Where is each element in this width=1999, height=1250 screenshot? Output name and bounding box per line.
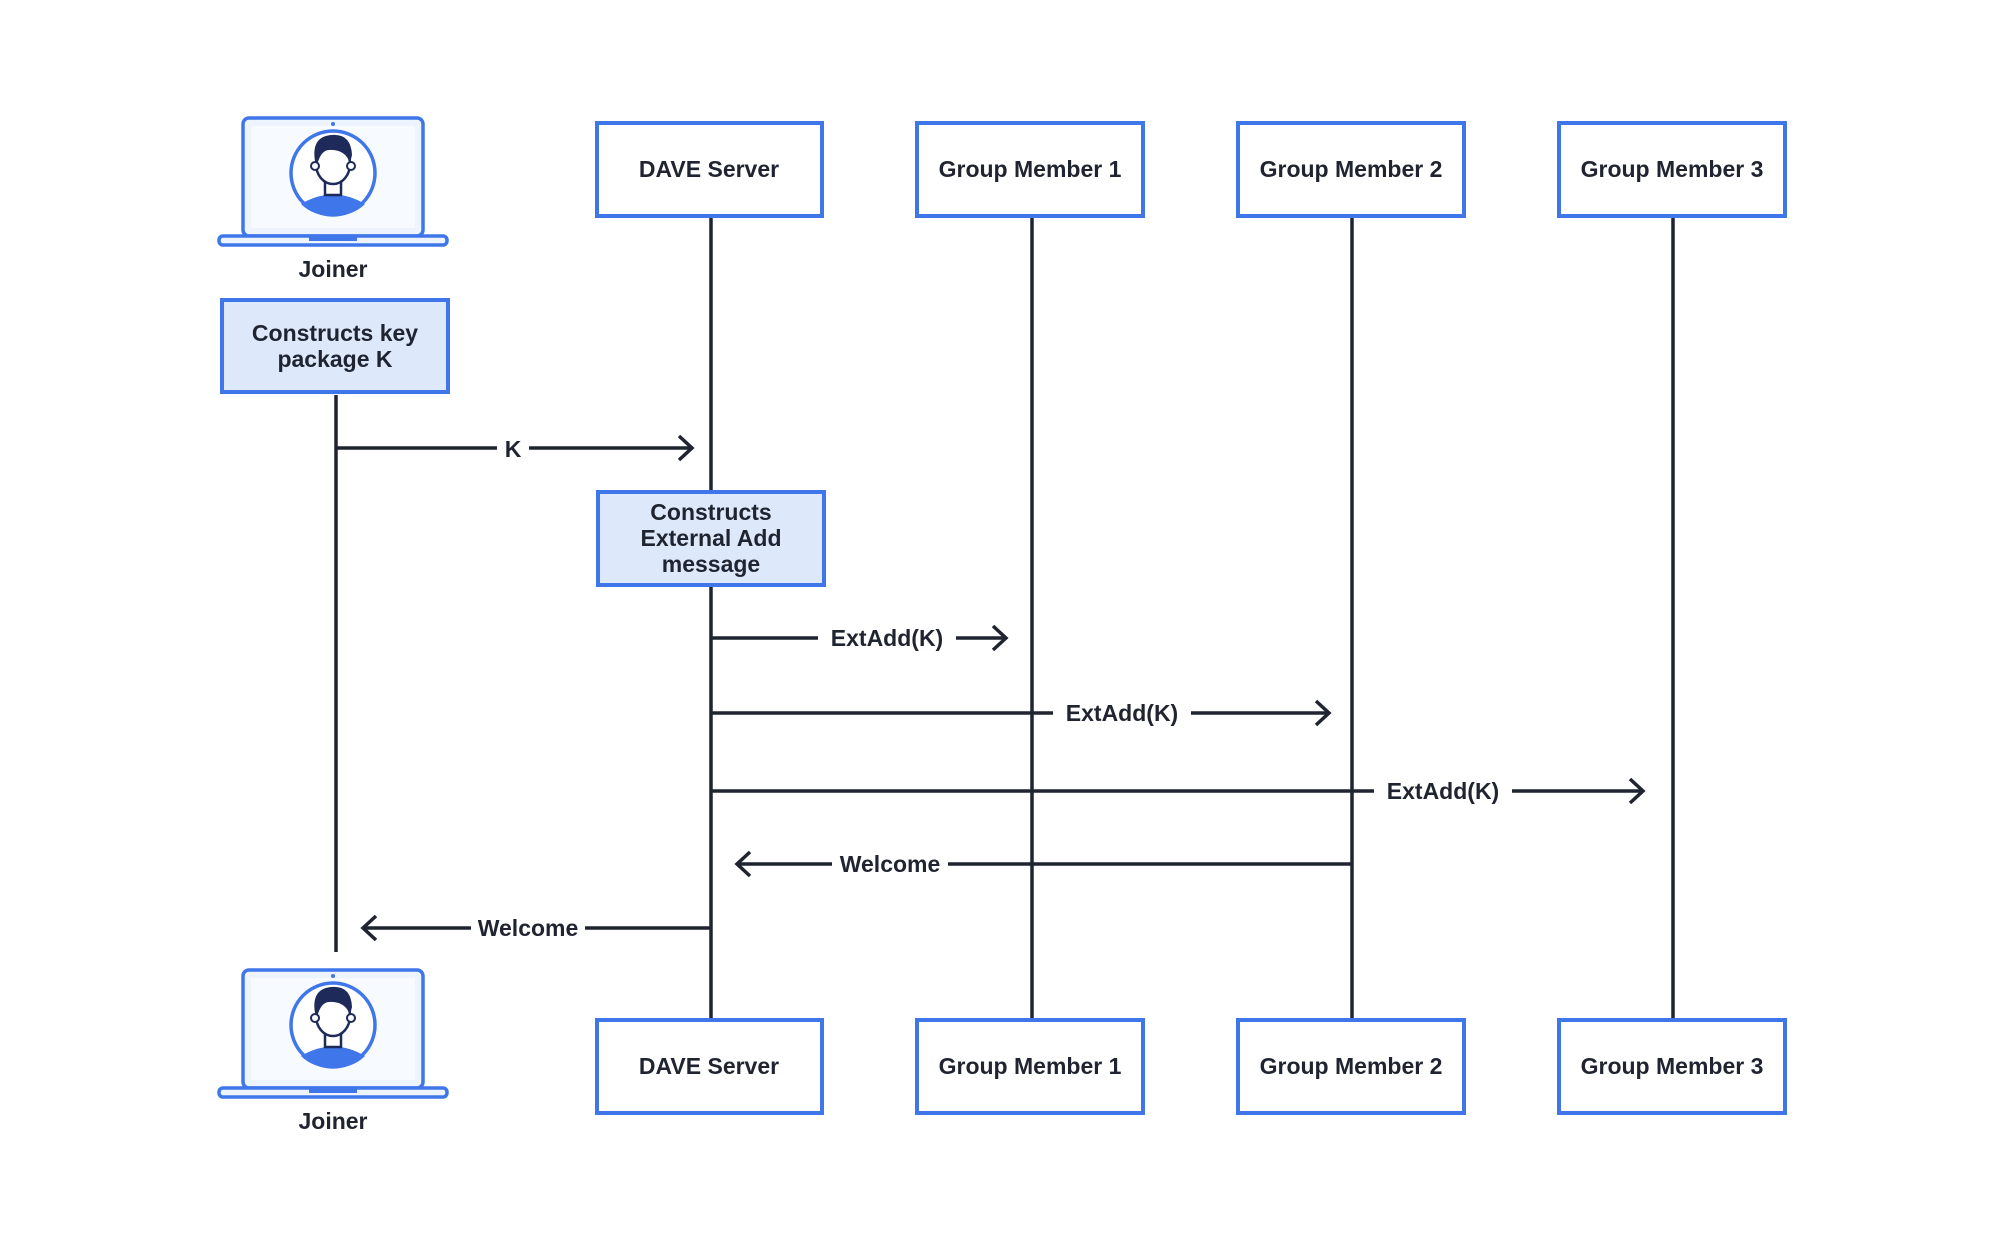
joiner-laptop-icon (217, 116, 449, 247)
joiner-label-bottom: Joiner (298, 1108, 367, 1134)
message-extadd-member-1: ExtAdd(K) (711, 624, 1009, 652)
participant-group-member-1-top: Group Member 1 (915, 121, 1145, 218)
svg-text:DAVE Server: DAVE Server (639, 156, 779, 182)
message-welcome-to-joiner-label: Welcome (478, 915, 579, 941)
svg-text:Group Member 3: Group Member 3 (1581, 1053, 1764, 1079)
message-welcome-to-joiner: Welcome (360, 914, 711, 942)
message-extadd-member-3-label: ExtAdd(K) (1387, 778, 1499, 804)
svg-text:package K: package K (277, 346, 392, 372)
joiner-label-top: Joiner (298, 256, 367, 282)
svg-text:Group Member 1: Group Member 1 (939, 1053, 1122, 1079)
message-welcome-to-server-label: Welcome (840, 851, 941, 877)
participant-group-member-3-bottom: Group Member 3 (1557, 1018, 1787, 1115)
message-extadd-member-2-label: ExtAdd(K) (1066, 700, 1178, 726)
participant-dave-server-bottom: DAVE Server (595, 1018, 824, 1115)
svg-text:Group Member 1: Group Member 1 (939, 156, 1122, 182)
joiner-laptop-icon-bottom (217, 968, 449, 1099)
svg-text:Constructs key: Constructs key (252, 320, 418, 346)
svg-text:Constructs: Constructs (650, 499, 771, 525)
message-k-label: K (505, 436, 522, 462)
message-welcome-to-server: Welcome (734, 850, 1352, 878)
svg-text:Group Member 3: Group Member 3 (1581, 156, 1764, 182)
note-constructs-key-package: Constructs key package K (220, 298, 450, 394)
message-extadd-member-3: ExtAdd(K) (711, 777, 1646, 805)
participant-group-member-2-bottom: Group Member 2 (1236, 1018, 1466, 1115)
participant-group-member-2-top: Group Member 2 (1236, 121, 1466, 218)
participant-group-member-3-top: Group Member 3 (1557, 121, 1787, 218)
message-extadd-member-2: ExtAdd(K) (711, 699, 1332, 727)
participant-group-member-1-bottom: Group Member 1 (915, 1018, 1145, 1115)
svg-text:DAVE Server: DAVE Server (639, 1053, 779, 1079)
participant-dave-server-top: DAVE Server (595, 121, 824, 218)
note-constructs-external-add: Constructs External Add message (596, 490, 826, 587)
message-extadd-member-1-label: ExtAdd(K) (831, 625, 943, 651)
svg-text:message: message (662, 551, 760, 577)
svg-text:External Add: External Add (640, 525, 781, 551)
svg-text:Group Member 2: Group Member 2 (1260, 156, 1443, 182)
svg-text:Group Member 2: Group Member 2 (1260, 1053, 1443, 1079)
message-k: K (336, 434, 695, 462)
